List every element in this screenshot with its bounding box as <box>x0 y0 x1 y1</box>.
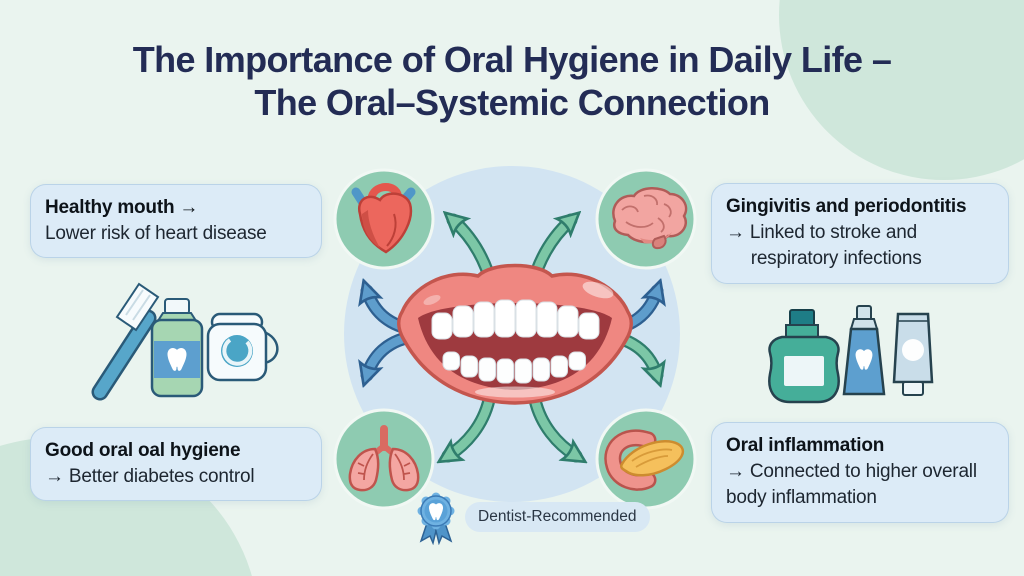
badge-label: Dentist-Recommended <box>465 502 650 532</box>
card-body: → Connected to higher overall body infla… <box>726 461 977 509</box>
tooth-award-ribbon-icon <box>417 492 455 545</box>
card-oral-hygiene: Good oral oal hygiene → Better diabetes … <box>30 427 322 502</box>
mouthwash-bottle-icon <box>768 309 840 404</box>
pancreas-icon <box>604 429 685 491</box>
lungs-icon <box>348 425 420 492</box>
heart-icon <box>351 183 416 254</box>
upper-teeth <box>431 299 600 340</box>
card-heading: Healthy mouth → <box>45 197 199 218</box>
left-hygiene-products <box>91 282 279 401</box>
page-title: The Importance of Oral Hygiene in Daily … <box>0 38 1024 124</box>
card-heading: Gingivitis and periodontitis <box>726 196 967 217</box>
right-hygiene-products <box>768 305 934 404</box>
cream-tube-icon <box>892 312 934 396</box>
dentist-recommended-badge: Dentist-Recommended <box>413 489 650 545</box>
page-title-line-1: The Importance of Oral Hygiene in Daily … <box>132 39 892 80</box>
heart-circle <box>333 168 435 270</box>
lungs-circle <box>333 408 435 510</box>
dental-floss-icon <box>206 312 279 382</box>
brain-icon <box>612 187 688 250</box>
toothbrush-icon <box>91 282 160 401</box>
card-body: → Better diabetes control <box>45 466 255 488</box>
card-body: Lower risk of heart disease <box>45 223 267 245</box>
toothpaste-tube-icon <box>842 305 886 396</box>
arrow-bottom-right <box>528 393 576 456</box>
card-body: → Linked to stroke and respiratory infec… <box>726 222 922 270</box>
card-heading: Oral inflammation <box>726 435 885 456</box>
arrow-bottom-left <box>448 393 496 456</box>
card-gingivitis: Gingivitis and periodontitis → Linked to… <box>711 183 1009 284</box>
card-healthy-mouth: Healthy mouth → Lower risk of heart dise… <box>30 184 322 259</box>
smiling-mouth <box>397 263 633 405</box>
card-oral-inflammation: Oral inflammation → Connected to higher … <box>711 422 1009 523</box>
card-heading: Good oral oal hygiene <box>45 440 241 461</box>
lower-teeth <box>442 351 586 384</box>
toothpaste-bottle-icon <box>150 298 204 398</box>
page-title-line-2: The Oral–Systemic Connection <box>254 82 770 124</box>
brain-circle <box>595 168 697 270</box>
